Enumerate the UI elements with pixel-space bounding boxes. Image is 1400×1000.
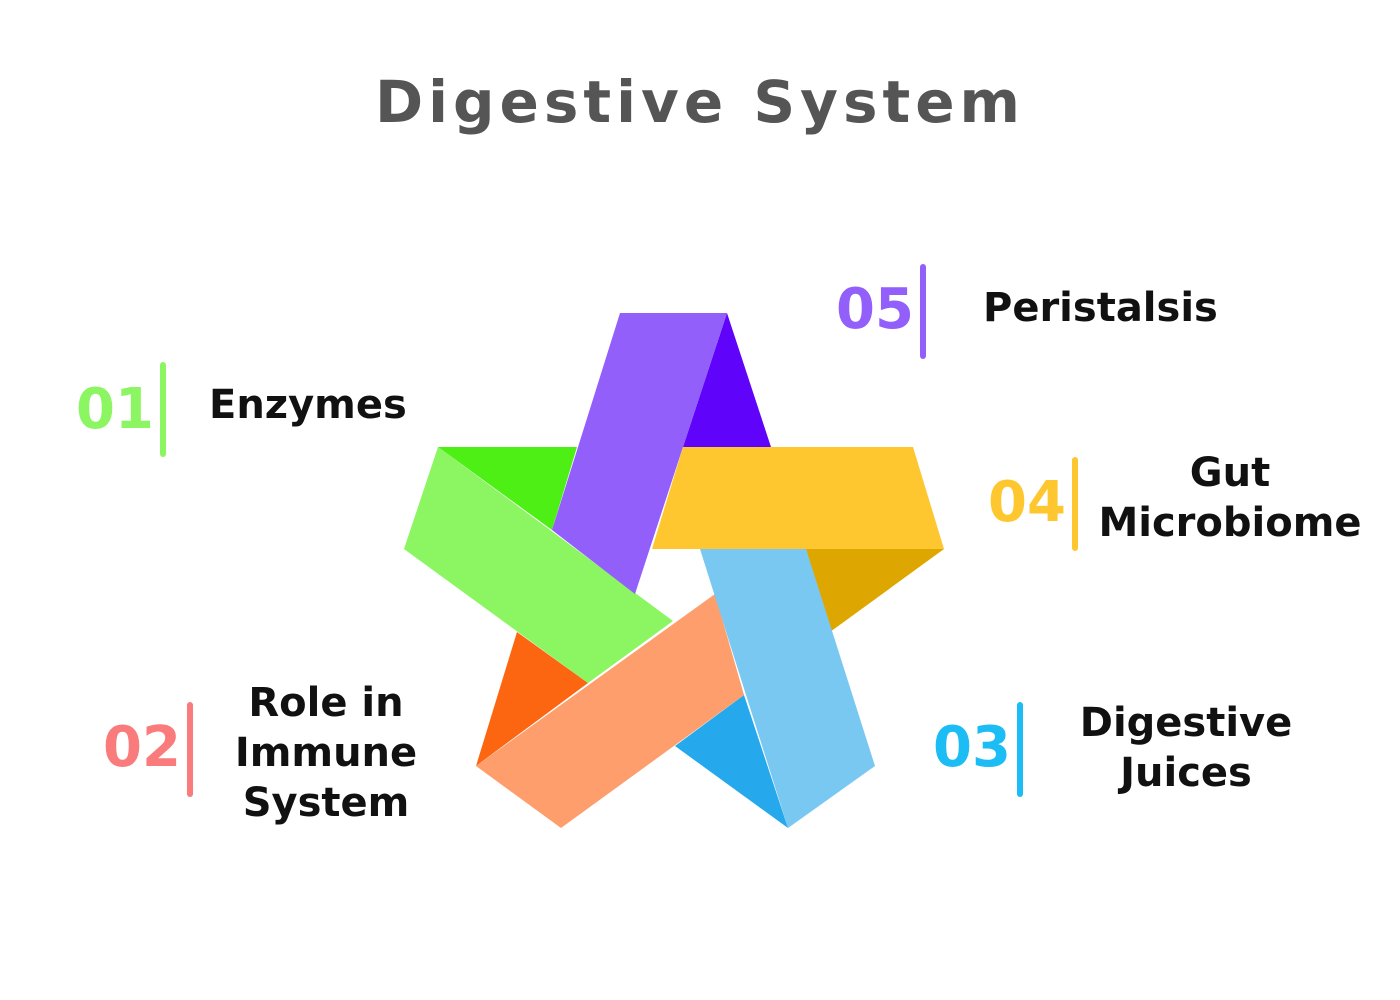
item-number: 03 xyxy=(933,715,1011,780)
star-fold-green xyxy=(438,447,577,530)
item-divider xyxy=(1072,457,1078,551)
item-label: Enzymes xyxy=(209,382,407,428)
star-band-yellow xyxy=(652,447,944,549)
star-band-purple xyxy=(552,313,727,594)
item-number: 01 xyxy=(76,377,154,442)
item-label: Role in Immune System xyxy=(234,680,418,826)
item-label: Gut Microbiome xyxy=(1098,450,1362,546)
item-number: 05 xyxy=(836,277,914,342)
item-divider xyxy=(920,264,926,359)
item-divider xyxy=(187,702,193,797)
star-band-orange xyxy=(476,594,744,828)
item-divider xyxy=(1017,702,1023,797)
star-band-green xyxy=(404,447,673,683)
star-fold-blue xyxy=(675,695,788,828)
star-fold-orange xyxy=(476,632,588,766)
item-label: Peristalsis xyxy=(983,285,1218,331)
item-divider xyxy=(160,362,166,457)
star-fold-yellow xyxy=(806,549,944,632)
page-title: Digestive System xyxy=(375,68,1025,136)
star-fold-purple xyxy=(683,313,771,447)
item-label: Digestive Juices xyxy=(1079,700,1293,796)
star-band-blue xyxy=(700,549,875,828)
item-number: 04 xyxy=(988,470,1066,535)
item-number: 02 xyxy=(103,715,181,780)
